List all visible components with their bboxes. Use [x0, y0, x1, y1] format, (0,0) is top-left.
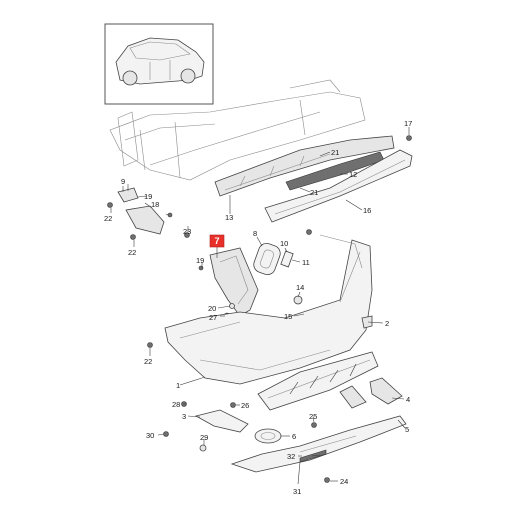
- callout-label: 21: [331, 148, 339, 157]
- bumper-cover: [164, 239, 373, 385]
- bumper-carrier: [214, 135, 395, 197]
- callout-label: 21: [310, 188, 318, 197]
- crossmember: [264, 149, 413, 223]
- callout-label: 24: [340, 477, 348, 486]
- lower-diffuser: [257, 351, 379, 411]
- vehicle-thumbnail: [104, 23, 214, 105]
- callout-label: 22: [144, 357, 152, 366]
- callout-label: 3: [182, 412, 186, 421]
- callout-label: 15: [284, 312, 292, 321]
- callout-label: 29: [200, 433, 208, 442]
- callout-numbers: 1 2 3 4 5 6 7 8 9 10 11 12 13 14 15 16 1…: [104, 119, 412, 496]
- callout-label: 13: [225, 213, 233, 222]
- callout-label: 19: [196, 256, 204, 265]
- callout-label: 26: [241, 401, 249, 410]
- callout-label: 30: [146, 431, 154, 440]
- callout-label: 11: [302, 258, 310, 267]
- callout-label: 32: [287, 452, 295, 461]
- leader-lines: [110, 127, 410, 485]
- bracket-left-lower: [125, 205, 165, 235]
- callout-label: 18: [151, 200, 159, 209]
- callout-label: 10: [280, 239, 288, 248]
- callout-label: 20: [208, 304, 216, 313]
- callout-label: 16: [363, 206, 371, 215]
- callout-label: 12: [349, 170, 357, 179]
- callout-highlight-number: 7: [214, 236, 219, 246]
- callout-label: 17: [404, 119, 412, 128]
- callout-label: 22: [128, 248, 136, 257]
- callout-label: 8: [253, 229, 257, 238]
- callout-label: 2: [385, 319, 389, 328]
- callout-label: 4: [406, 395, 410, 404]
- callout-label: 31: [293, 487, 301, 496]
- lower-skirt: [230, 415, 407, 473]
- callout-label: 1: [176, 381, 180, 390]
- callout-label: 5: [405, 425, 409, 434]
- callout-label: 27: [209, 313, 217, 322]
- reflector-right: [369, 377, 403, 405]
- lower-trim-left: [194, 409, 249, 433]
- callout-label: 23: [183, 227, 191, 236]
- callout-label: 22: [104, 214, 112, 223]
- callout-label: 6: [292, 432, 296, 441]
- callout-label: 28: [172, 400, 180, 409]
- callout-label: 14: [296, 283, 304, 292]
- sensor-ring: [253, 242, 281, 276]
- callout-highlight-box: [209, 234, 225, 248]
- callout-label: 19: [144, 192, 152, 201]
- body-structure: [109, 79, 366, 181]
- callout-label: 25: [309, 412, 317, 421]
- callout-label: 9: [121, 177, 125, 186]
- exhaust-surround: [254, 428, 282, 444]
